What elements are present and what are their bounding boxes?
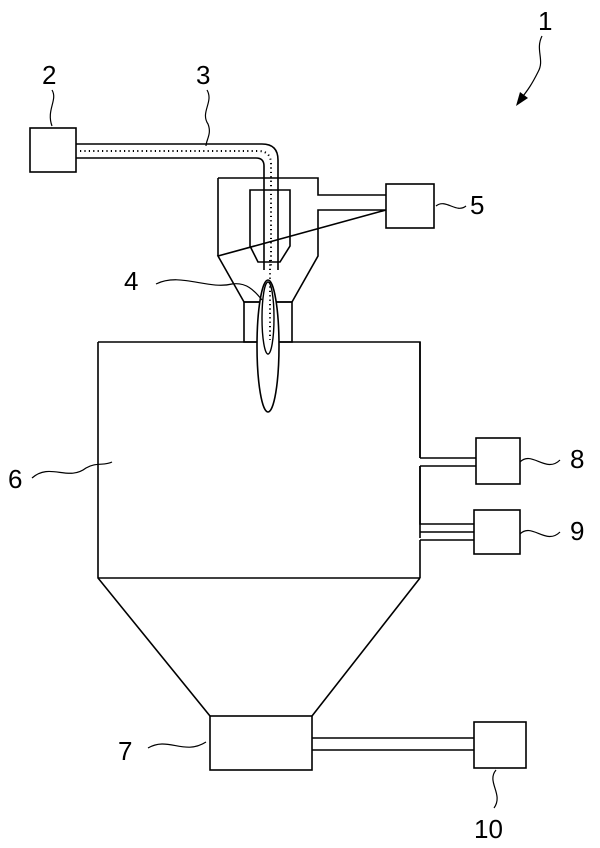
collector-box — [209, 715, 313, 771]
label-2: 2 — [42, 60, 56, 90]
gas-unit-box — [385, 183, 435, 229]
pipe-8 — [420, 457, 476, 467]
leader-6 — [31, 461, 113, 479]
burner-top — [218, 177, 386, 196]
pipe-9 — [420, 531, 474, 541]
flame-inner — [261, 281, 275, 355]
chamber-walls — [97, 342, 421, 717]
label-3: 3 — [196, 60, 210, 90]
burner-body — [216, 209, 387, 303]
label-1: 1 — [538, 6, 552, 36]
leader-2 — [49, 89, 55, 127]
pipe-9-return — [419, 466, 474, 525]
leader-3 — [204, 89, 210, 147]
label-4: 4 — [124, 266, 138, 296]
label-9: 9 — [570, 516, 584, 546]
label-7: 7 — [118, 736, 132, 766]
unit-8-box — [475, 437, 521, 485]
label-10: 10 — [474, 814, 503, 844]
label-5: 5 — [470, 190, 484, 220]
unit-10-box — [473, 721, 527, 769]
label-6: 6 — [8, 464, 22, 494]
arrow-1 — [516, 92, 528, 106]
leader-1 — [519, 35, 543, 101]
leader-9 — [519, 529, 561, 538]
unit-9-box — [473, 509, 521, 555]
pipe-10 — [312, 737, 474, 751]
label-8: 8 — [570, 444, 584, 474]
feed-pipe-particles — [80, 150, 272, 268]
burner-nozzle — [249, 189, 291, 263]
leader-8 — [519, 457, 561, 466]
feed-pipe-inner — [76, 157, 265, 270]
leader-10 — [492, 769, 498, 809]
leader-5 — [435, 203, 467, 209]
supply-unit-box — [29, 127, 77, 173]
leader-7 — [147, 741, 207, 749]
feed-pipe-outer — [76, 143, 279, 270]
leader-4 — [155, 279, 263, 301]
